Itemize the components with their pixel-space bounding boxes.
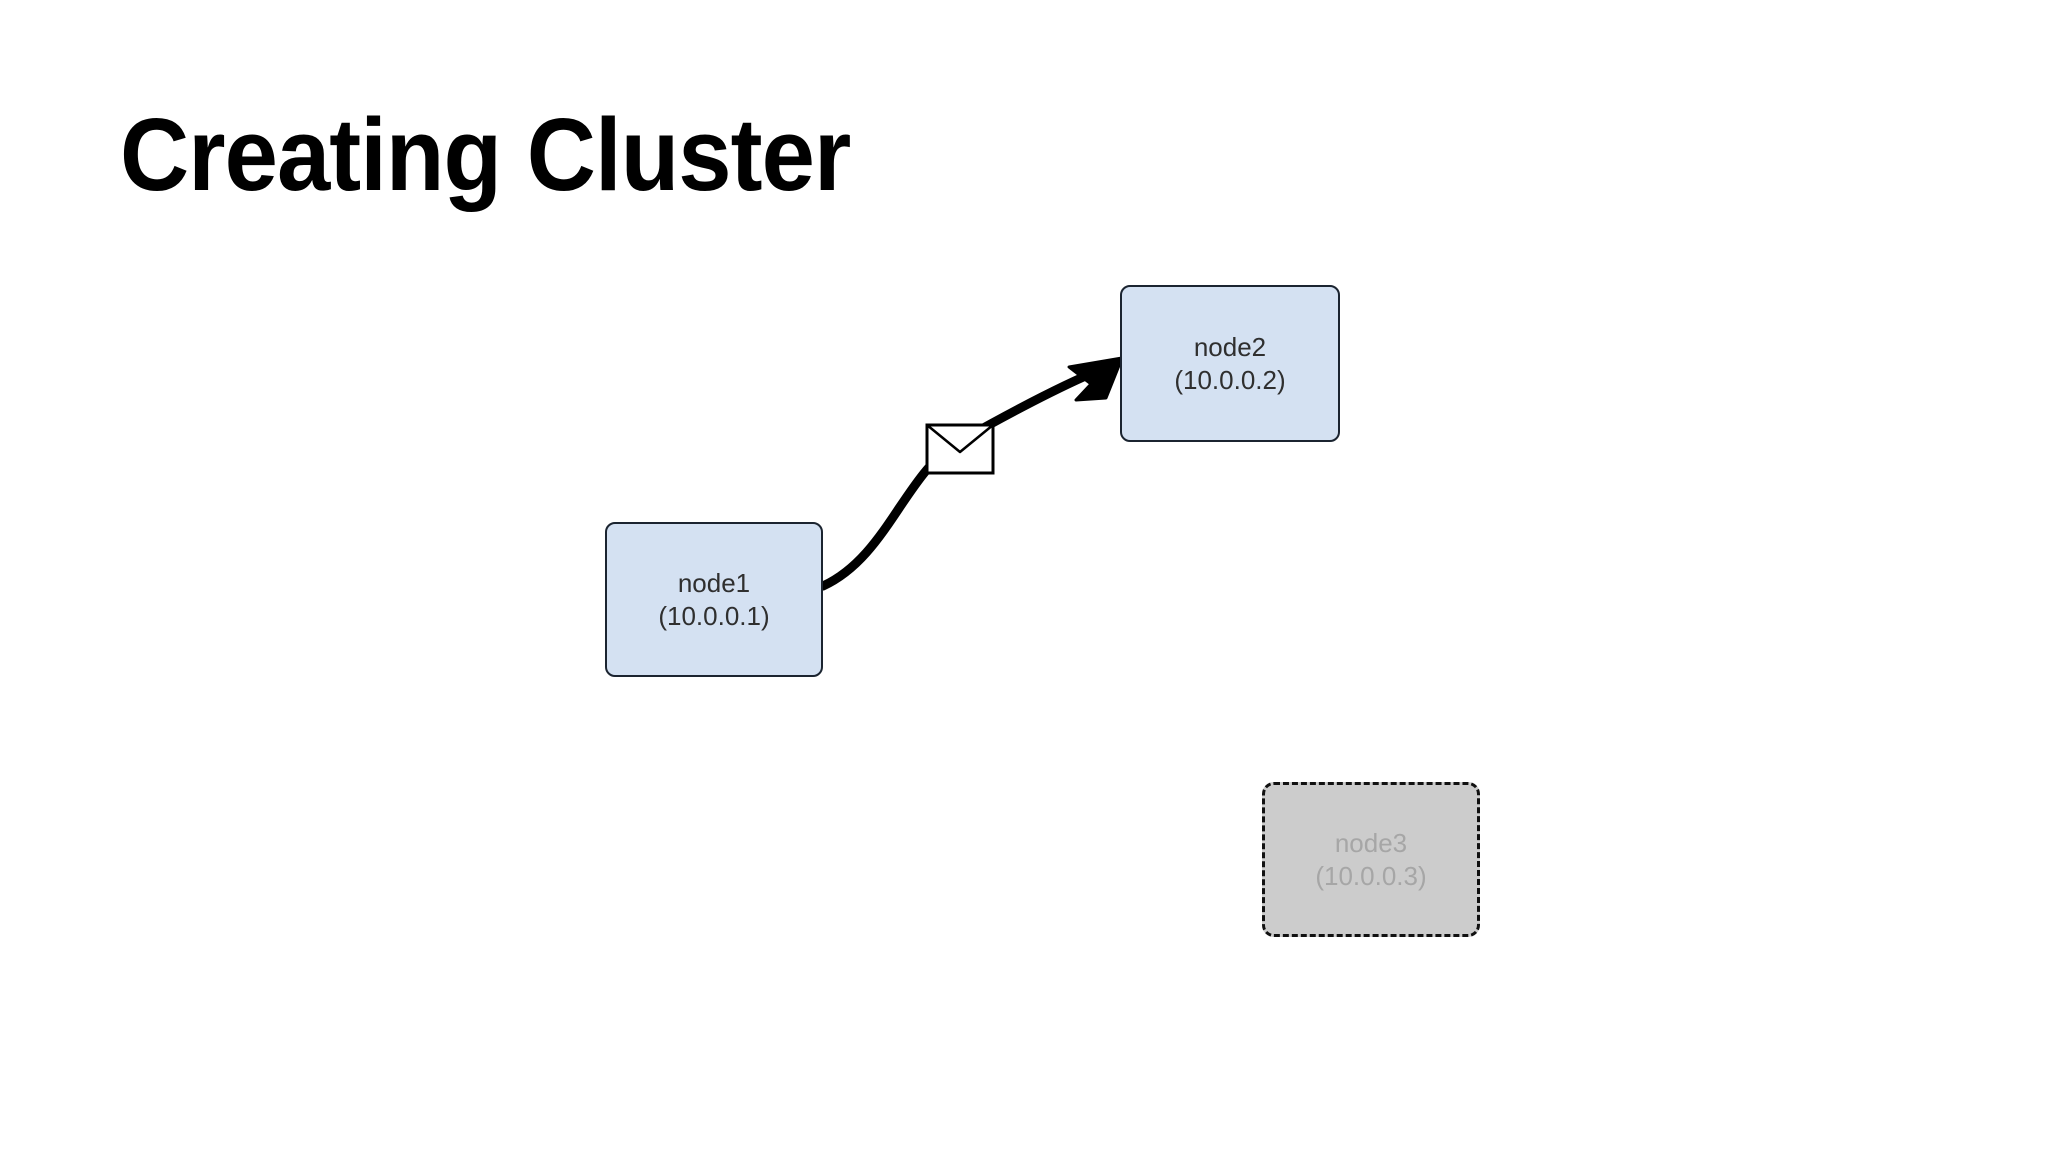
node3-address: (10.0.0.3) [1315,860,1427,891]
node-box-node3[interactable]: node3 (10.0.0.3) [1262,782,1480,937]
page-title: Creating Cluster [120,97,851,212]
arrowhead-icon [1067,356,1124,402]
edge-node1-to-node2 [818,363,1109,591]
node2-address: (10.0.0.2) [1174,364,1286,395]
node-box-node2[interactable]: node2 (10.0.0.2) [1120,285,1340,442]
node-box-node1[interactable]: node1 (10.0.0.1) [605,522,823,677]
envelope-icon [925,423,995,475]
node2-name: node2 [1193,331,1267,362]
node3-name: node3 [1334,827,1408,858]
node1-name: node1 [677,567,751,598]
node1-address: (10.0.0.1) [658,600,770,631]
